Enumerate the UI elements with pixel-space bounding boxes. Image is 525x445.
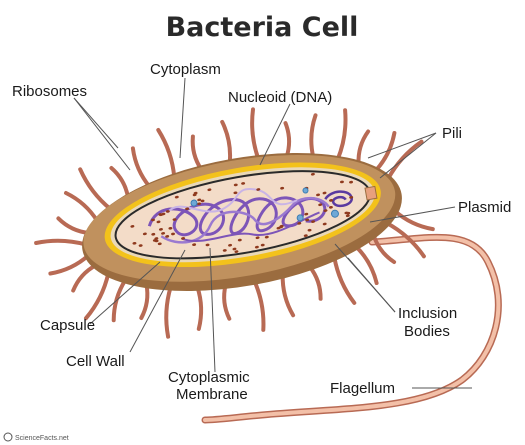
pilus [166, 287, 170, 337]
pilus [158, 130, 174, 177]
pilus [286, 123, 290, 157]
watermark-text: ScienceFacts.net [15, 435, 69, 442]
pilus [222, 122, 230, 163]
pilus [141, 284, 147, 318]
pilus [252, 109, 258, 159]
pilus [114, 280, 126, 320]
label-flagellum: Flagellum [330, 380, 395, 397]
pilus [197, 287, 201, 329]
label-ribosomes: Ribosomes [12, 83, 87, 100]
pilus [193, 137, 202, 170]
pilus [395, 211, 433, 229]
label-cytoplasm: Cytoplasm [150, 61, 221, 78]
pilus [224, 285, 229, 319]
label-cell-wall: Cell Wall [66, 353, 125, 370]
pilus [66, 193, 97, 221]
pilus [283, 275, 293, 316]
label-bodies: Bodies [404, 323, 450, 340]
pilus [58, 218, 89, 233]
diagram-title: Bacteria Cell [166, 12, 359, 43]
label-membrane: Membrane [176, 386, 248, 403]
label-cytoplasmic: Cytoplasmic [168, 369, 250, 386]
pilus [310, 267, 321, 299]
pilus [359, 132, 369, 165]
label-nucleoid: Nucleoid (DNA) [228, 89, 332, 106]
pilus [36, 241, 86, 245]
pilus [338, 110, 346, 159]
pilus [311, 115, 315, 157]
pilus [50, 256, 88, 274]
label-pili: Pili [442, 125, 462, 142]
label-plasmid: Plasmid [458, 199, 511, 216]
pilus [133, 148, 150, 187]
label-capsule: Capsule [40, 317, 95, 334]
pilus [356, 246, 377, 283]
watermark: ScienceFacts.net [4, 433, 69, 442]
pilus [388, 142, 421, 179]
pilus [86, 273, 108, 318]
label-inclusion: Inclusion [398, 305, 457, 322]
pilus [73, 265, 96, 290]
pilus [254, 281, 263, 330]
pilus [334, 257, 354, 303]
pilus [111, 168, 128, 198]
flagellum-base [365, 186, 377, 200]
